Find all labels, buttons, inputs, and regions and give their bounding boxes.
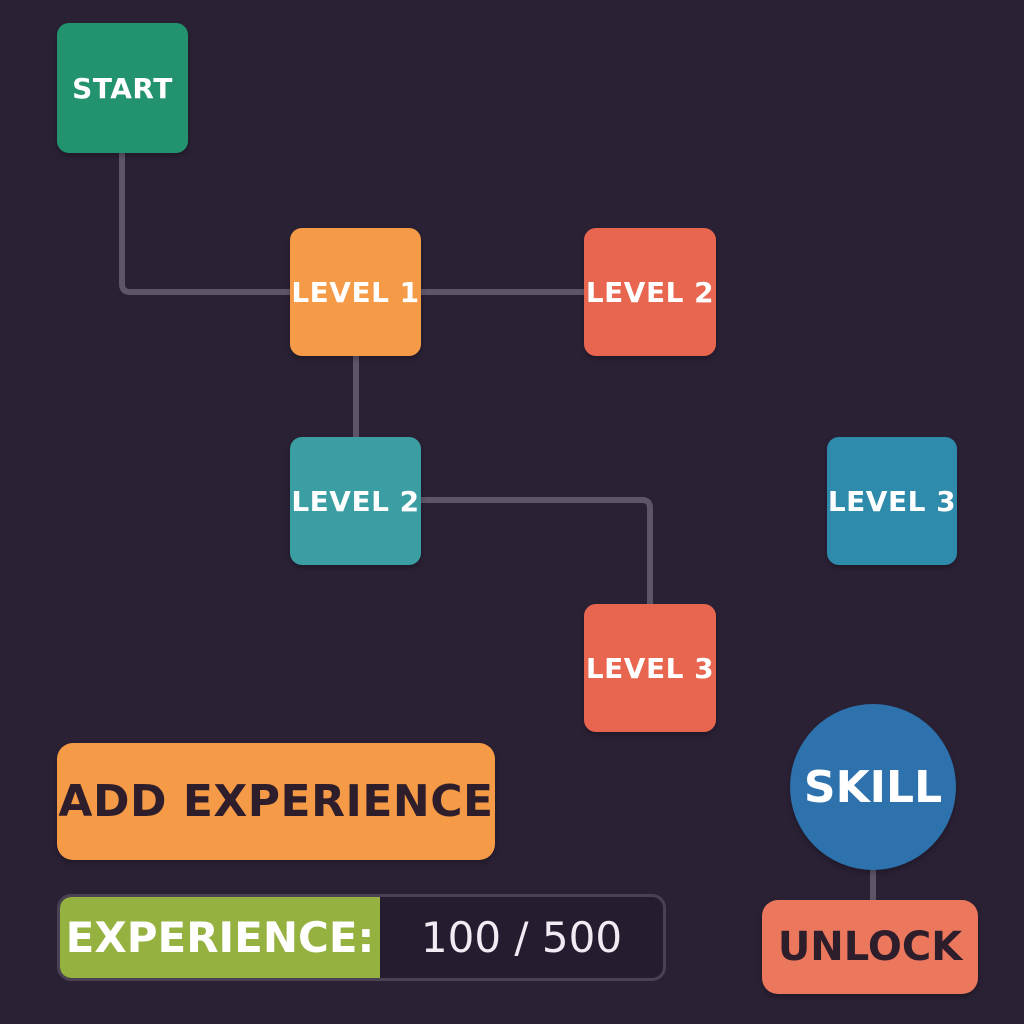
level-1-node[interactable]: LEVEL 1: [290, 228, 421, 356]
add-experience-button[interactable]: ADD EXPERIENCE: [57, 743, 495, 860]
experience-bar: EXPERIENCE: 100 / 500: [57, 894, 666, 981]
start-node-label: START: [72, 71, 173, 105]
level-3-node-label: LEVEL 3: [585, 651, 715, 685]
experience-bar-fill: [60, 897, 380, 978]
add-experience-label: ADD EXPERIENCE: [58, 776, 494, 827]
level-2-node-top[interactable]: LEVEL 2: [584, 228, 716, 356]
skill-node[interactable]: SKILL: [790, 704, 956, 870]
skill-label: SKILL: [803, 761, 943, 813]
experience-label: EXPERIENCE:: [65, 913, 375, 962]
connector-level2-to-level3: [418, 497, 653, 607]
experience-value: 100 / 500: [420, 913, 623, 962]
level-2-node[interactable]: LEVEL 2: [290, 437, 421, 565]
level-2-node-top-label: LEVEL 2: [585, 275, 715, 309]
level-3-node-right[interactable]: LEVEL 3: [827, 437, 957, 565]
unlock-button[interactable]: UNLOCK: [762, 900, 978, 994]
level-3-node-right-label: LEVEL 3: [827, 484, 957, 518]
unlock-label: UNLOCK: [777, 924, 963, 970]
level-1-node-label: LEVEL 1: [291, 275, 420, 309]
level-2-node-label: LEVEL 2: [291, 484, 420, 518]
level-3-node[interactable]: LEVEL 3: [584, 604, 716, 732]
connector-start-to-level1: [119, 150, 293, 295]
start-node[interactable]: START: [57, 23, 188, 153]
